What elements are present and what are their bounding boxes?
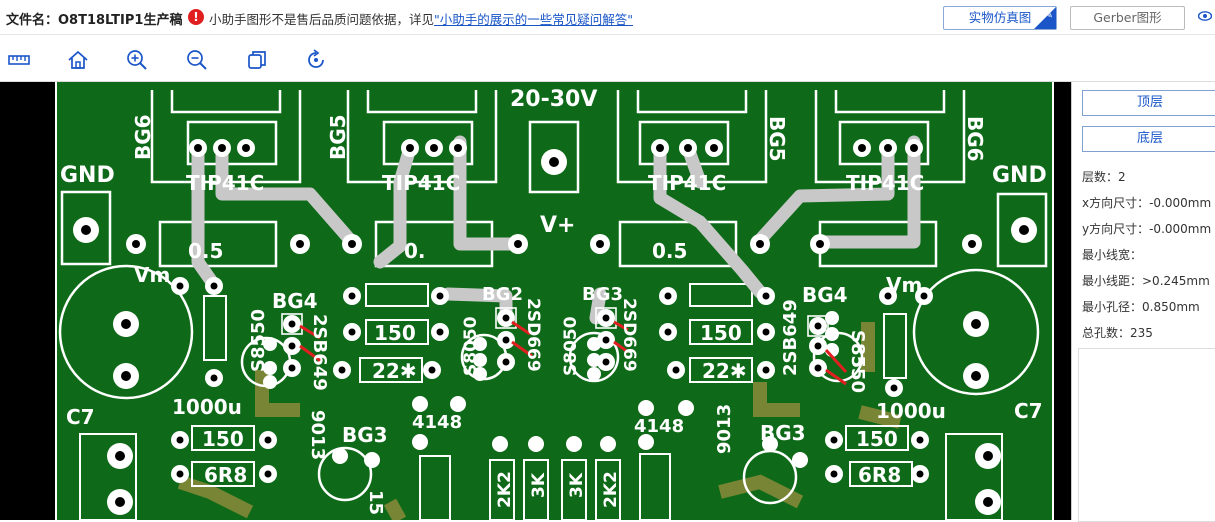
res-05-left: 0.5 (188, 239, 223, 263)
tip-right-label: TIP41C (846, 171, 924, 195)
warning-message: 小助手图形不是售后品质问题依据，详见"小助手的展示的一些常见疑问解答" (209, 9, 633, 28)
bg-mid-label: BG3 (582, 284, 623, 305)
bottom-layer-button[interactable]: 底层 (1082, 126, 1215, 152)
tip-mid2-label: TIP41C (648, 171, 726, 195)
warning-text: 小助手图形不是售后品质问题依据，详见 (209, 12, 435, 27)
s8050-left-label: S8050 (461, 316, 481, 376)
details-panel (1078, 348, 1215, 522)
selected-corner-icon (1034, 7, 1056, 29)
tip-mid-label: TIP41C (382, 171, 460, 195)
copper-tracks (191, 135, 921, 325)
gerber-view-button[interactable]: Gerber图形 (1070, 6, 1185, 30)
tip-left-label: TIP41C (186, 171, 264, 195)
c7-left-label: C7 (66, 405, 95, 429)
gnd-connectors (60, 120, 1048, 268)
zoom-in-icon[interactable] (126, 49, 148, 71)
pcb-canvas[interactable]: 20-30V V+ GND GND BG6 BG5 BG5 BG6 TIP41C… (0, 82, 1071, 520)
layer-count: 层数：2 (1082, 170, 1126, 184)
file-name-label: 文件名：O8T18LTIP1生产稿 (6, 13, 183, 28)
zoom-out-icon[interactable] (186, 49, 208, 71)
y-size: y方向尺寸：-0.000mm (1082, 222, 1212, 236)
edit-icon: ✎ (1044, 10, 1053, 21)
silkscreen-labels: 20-30V V+ GND GND BG6 BG5 BG5 BG6 TIP41C… (60, 87, 1047, 515)
red-markers (299, 320, 848, 386)
r150-left-label: 150 (374, 321, 416, 345)
9013-label: 9013 (307, 410, 328, 460)
bg4-right-label: BG4 (802, 283, 848, 307)
bg4-left-label: BG4 (272, 289, 318, 313)
photo-simulation-label: 实物仿真图 (968, 10, 1032, 25)
top-bar: 文件名：O8T18LTIP1生产稿 ! 小助手图形不是售后品质问题依据，详见"小… (0, 0, 1215, 35)
bg6-right-label: BG6 (963, 116, 987, 162)
toolbar (0, 35, 1215, 82)
gold-traces (177, 322, 902, 520)
bg3-right-label: BG3 (760, 421, 806, 445)
warning-icon: ! (188, 9, 204, 25)
r150-right-label: 150 (700, 321, 742, 345)
s8550-left-label: S8550 (248, 309, 269, 372)
resistor-outlines (79, 283, 1003, 520)
ruler-icon[interactable] (8, 49, 30, 71)
voltage-label: 20-30V (510, 87, 597, 112)
copy-icon[interactable] (246, 49, 268, 71)
res-05-right: 0.5 (652, 239, 687, 263)
2sd669-left-label: 2SD669 (523, 298, 543, 372)
bg5-label: BG5 (326, 114, 350, 160)
bg6-left-label: BG6 (131, 114, 155, 160)
pcb-board-view: 20-30V V+ GND GND BG6 BG5 BG5 BG6 TIP41C… (55, 82, 1054, 520)
vm-left-label: Vm (134, 263, 170, 287)
r6r8-left-label: 6R8 (204, 463, 247, 487)
x-size: x方向尺寸：-0.000mm (1082, 196, 1212, 210)
r150-br-label: 150 (856, 427, 898, 451)
eye-icon[interactable] (1198, 9, 1212, 23)
top-layer-button[interactable]: 顶层 (1082, 90, 1215, 116)
bg5-right-label: BG5 (765, 116, 789, 162)
s8550-right-label: S8550 (847, 330, 868, 393)
total-holes: 总孔数：235 (1082, 326, 1153, 340)
home-icon[interactable] (67, 49, 89, 71)
min-hole: 最小孔径：0.850mm (1082, 300, 1200, 314)
2k2-left-label: 2K2 (495, 471, 515, 508)
r150-bl-label: 150 (202, 427, 244, 451)
bg2-label: BG2 (482, 284, 523, 305)
r22-left-label: 22✱ (372, 359, 417, 383)
c1000u-right-label: 1000u (876, 399, 946, 423)
gnd-left-label: GND (60, 163, 115, 188)
9013-right-label: 9013 (714, 404, 735, 454)
2sd669-right-label: 2SD669 (619, 298, 639, 372)
c1000u-left-label: 1000u (172, 395, 242, 419)
rotate-icon[interactable] (305, 49, 327, 71)
pads (73, 139, 1037, 515)
2sb649-right-label: 2SB649 (780, 299, 801, 376)
bg3-left-label: BG3 (342, 423, 388, 447)
2k2-right-label: 2K2 (601, 471, 621, 508)
gnd-right-label: GND (992, 163, 1047, 188)
faq-link[interactable]: "小助手的展示的一些常见疑问解答" (434, 12, 634, 27)
3k-left-label: 3K (529, 472, 549, 498)
15-label: 15 (365, 490, 386, 515)
r6r8-right-label: 6R8 (858, 463, 901, 487)
2sb649-left-label: 2SB649 (309, 314, 330, 391)
c7-right-label: C7 (1014, 399, 1043, 423)
4148-left-label: 4148 (412, 412, 462, 433)
vm-right-label: Vm (886, 273, 922, 297)
res-05-mid: 0. (404, 239, 426, 263)
r22-right-label: 22✱ (702, 359, 747, 383)
4148-right-label: 4148 (634, 416, 684, 437)
layer-sidebar: 顶层 底层 层数：2 x方向尺寸：-0.000mm y方向尺寸：-0.000mm… (1071, 82, 1215, 522)
min-trace-width: 最小线宽： (1082, 248, 1143, 262)
s8050-right-label: S8050 (561, 316, 581, 376)
board-info: 层数：2 x方向尺寸：-0.000mm y方向尺寸：-0.000mm 最小线宽：… (1082, 168, 1211, 350)
min-spacing: 最小线距：>0.245mm (1082, 274, 1210, 288)
photo-simulation-button[interactable]: 实物仿真图 ✎ (943, 6, 1057, 30)
3k-right-label: 3K (567, 472, 587, 498)
vplus-label: V+ (540, 213, 575, 238)
